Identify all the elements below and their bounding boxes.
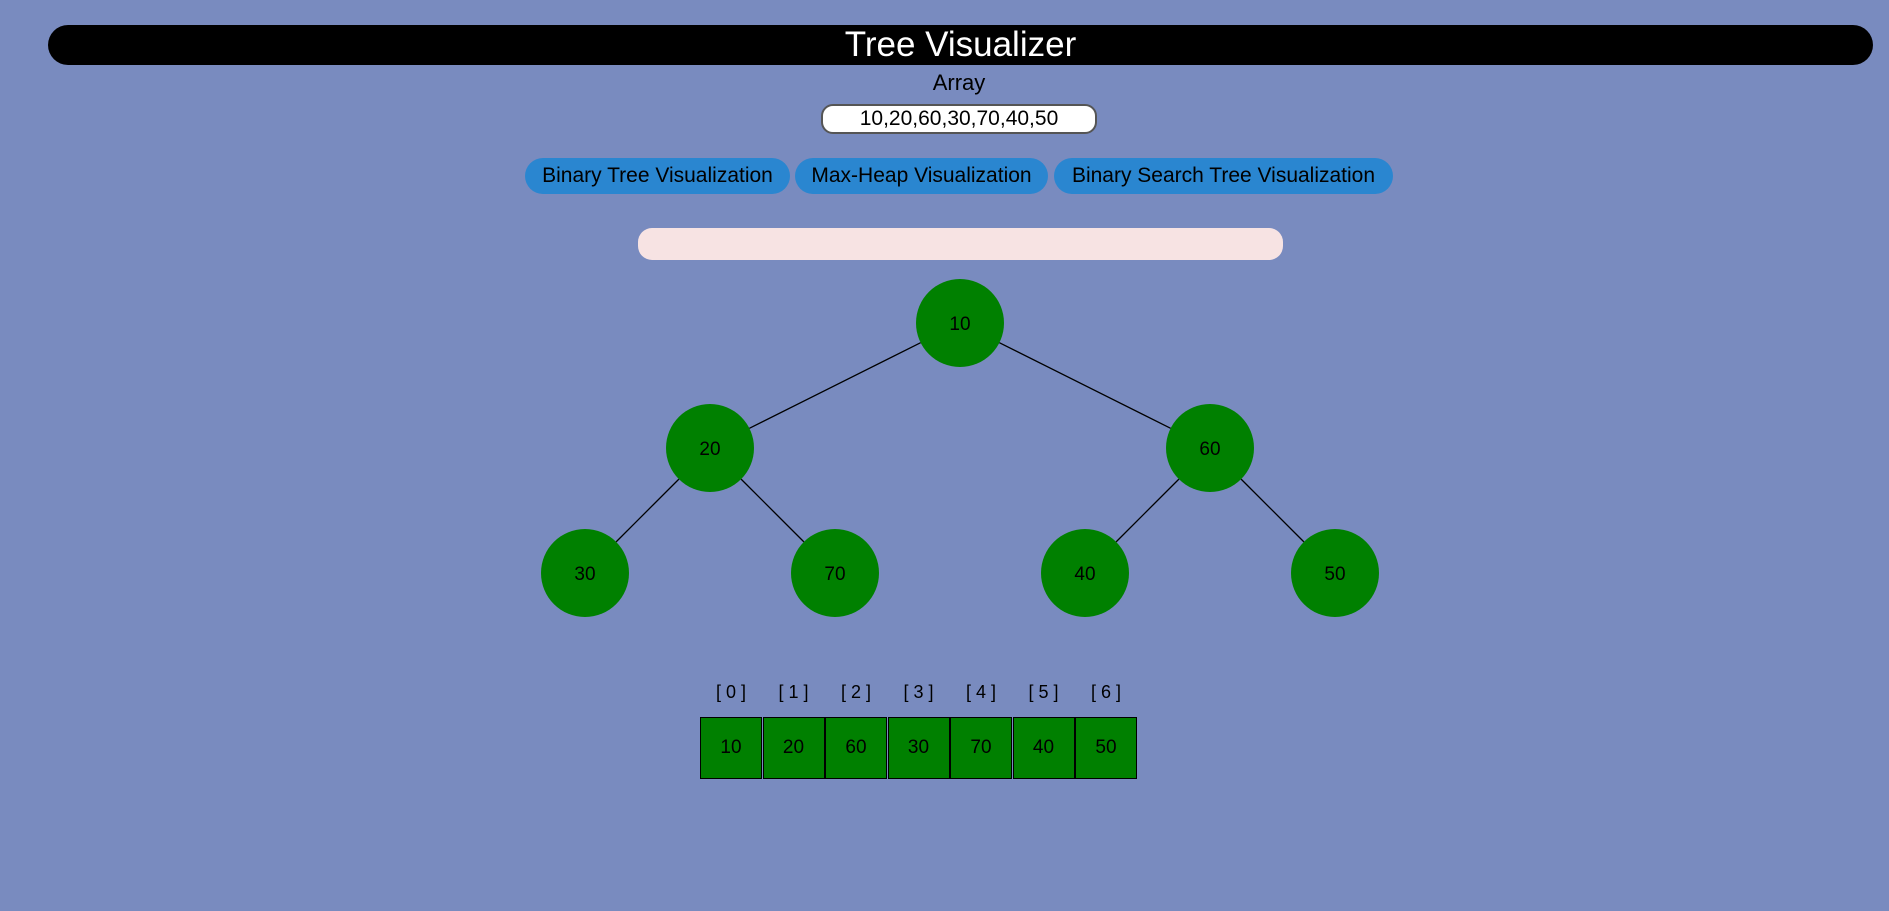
tree-node: 40 bbox=[1041, 529, 1129, 617]
tree-node: 70 bbox=[791, 529, 879, 617]
array-index-label: [ 6 ] bbox=[1090, 682, 1121, 702]
array-cell: 20 bbox=[762, 717, 825, 779]
tree-node: 10 bbox=[916, 279, 1004, 367]
array-input[interactable] bbox=[821, 104, 1097, 134]
message-bar bbox=[638, 228, 1283, 260]
tree-node-circle bbox=[666, 404, 754, 492]
array-index-label: [ 2 ] bbox=[840, 682, 871, 702]
tree-node: 20 bbox=[666, 404, 754, 492]
tree-node-circle bbox=[791, 529, 879, 617]
array-index-label: [ 3 ] bbox=[903, 682, 934, 702]
tree-node-circle bbox=[541, 529, 629, 617]
array-cell: 40 bbox=[1012, 717, 1075, 779]
array-index-label: [ 1 ] bbox=[778, 682, 809, 702]
array-label: Array bbox=[932, 70, 986, 95]
tree-node: 50 bbox=[1291, 529, 1379, 617]
tree-edge bbox=[1240, 478, 1305, 543]
tree-edge bbox=[749, 342, 921, 429]
tree-node: 60 bbox=[1166, 404, 1254, 492]
tree-node-label: 30 bbox=[574, 564, 595, 585]
tree-node-label: 60 bbox=[1199, 439, 1220, 460]
tree-node-label: 40 bbox=[1074, 564, 1095, 585]
tree-node-circle bbox=[1041, 529, 1129, 617]
tree-node-circle bbox=[1166, 404, 1254, 492]
tree-edge bbox=[615, 478, 680, 543]
tree-node-circle bbox=[1291, 529, 1379, 617]
max-heap-button[interactable]: Max-Heap Visualization bbox=[795, 158, 1048, 194]
array-cell: 50 bbox=[1075, 717, 1137, 779]
array-index-label: [ 5 ] bbox=[1028, 682, 1059, 702]
page-title: Tree Visualizer bbox=[48, 25, 1873, 65]
tree-node-label: 50 bbox=[1324, 564, 1345, 585]
tree-canvas: 10 20 60 30 70 40 50 bbox=[541, 279, 1379, 617]
array-cell: 70 bbox=[950, 717, 1012, 779]
tree-node-label: 20 bbox=[699, 439, 720, 460]
array-cell: 30 bbox=[887, 717, 950, 779]
binary-tree-button[interactable]: Binary Tree Visualization bbox=[525, 158, 790, 194]
tree-node: 30 bbox=[541, 529, 629, 617]
tree-edge bbox=[740, 478, 805, 543]
tree-node-label: 10 bbox=[949, 314, 970, 335]
bst-button[interactable]: Binary Search Tree Visualization bbox=[1054, 158, 1393, 194]
array-index-label: [ 4 ] bbox=[965, 682, 996, 702]
tree-node-circle bbox=[916, 279, 1004, 367]
array-index-label: [ 0 ] bbox=[715, 682, 746, 702]
array-cell: 60 bbox=[825, 717, 887, 779]
array-cell: 10 bbox=[700, 717, 762, 779]
tree-node-label: 70 bbox=[824, 564, 845, 585]
tree-edge bbox=[1115, 478, 1180, 543]
tree-edge bbox=[999, 342, 1171, 429]
